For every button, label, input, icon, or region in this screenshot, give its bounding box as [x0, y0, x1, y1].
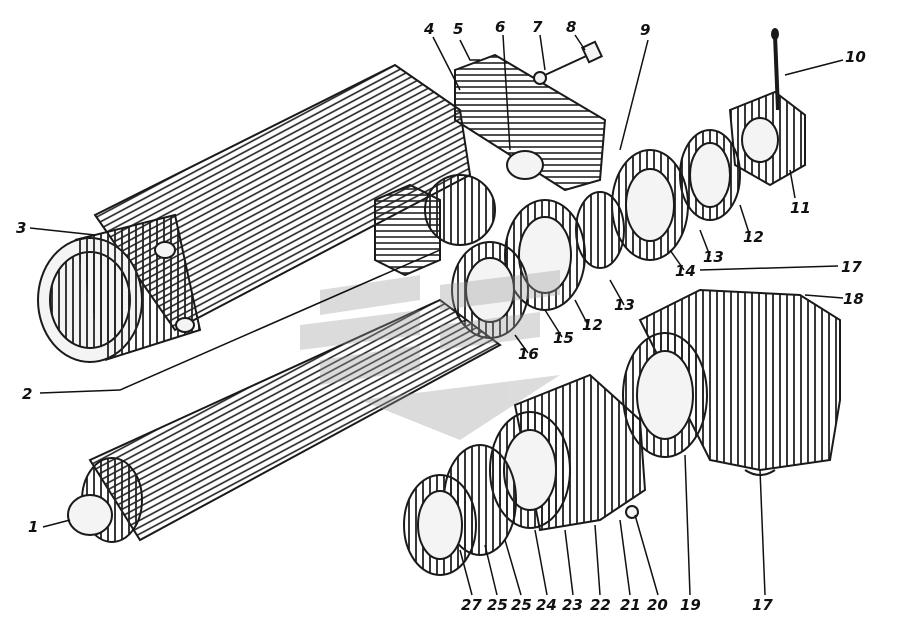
part-label: 3 — [16, 219, 26, 237]
ring-set-middle — [451, 199, 586, 339]
part-label: 6 — [495, 18, 505, 36]
part-labels: 1 2 3 4 5 6 7 8 9 10 11 12 13 14 12 13 1… — [16, 18, 866, 614]
nut-part — [728, 90, 806, 187]
part-label: 5 — [453, 20, 463, 38]
part-label: 1 — [28, 518, 38, 536]
part-label: 9 — [640, 21, 650, 39]
small-block-part — [374, 174, 496, 277]
part-label: 13 — [703, 248, 724, 266]
part-label: 22 — [590, 596, 611, 614]
piston-rod-part — [67, 298, 502, 543]
part-label: 23 — [562, 596, 583, 614]
part-label: 2 — [22, 385, 32, 403]
part-label: 24 — [536, 596, 557, 614]
part-label: 25 — [487, 596, 508, 614]
part-label: 16 — [518, 345, 539, 363]
part-label: 15 — [553, 329, 574, 347]
part-label: 17 — [841, 258, 862, 276]
part-label: 4 — [423, 20, 434, 38]
part-label: 7 — [532, 18, 543, 36]
part-label: 27 — [461, 596, 482, 614]
part-label: 12 — [582, 316, 603, 334]
part-label: 11 — [790, 199, 811, 217]
part-label: 13 — [614, 296, 635, 314]
watermark-logo — [300, 270, 560, 440]
part-label: 20 — [647, 596, 668, 614]
part-label: 12 — [743, 228, 764, 246]
part-label: 8 — [566, 18, 576, 36]
mounting-block-part — [454, 53, 607, 192]
bolt-part — [533, 40, 604, 85]
seal-stack-part — [403, 373, 647, 576]
part-label: 14 — [675, 262, 696, 280]
part-label: 17 — [752, 596, 773, 614]
part-label: 25 — [511, 596, 532, 614]
part-label: 19 — [680, 596, 701, 614]
ring-set-upper — [575, 129, 741, 269]
part-label: 10 — [845, 48, 866, 66]
bearing-pack-part — [622, 288, 841, 476]
cylinder-body-part — [37, 63, 472, 363]
part-label: 21 — [620, 596, 641, 614]
part-label: 18 — [843, 290, 864, 308]
leader-lines — [29, 34, 844, 596]
